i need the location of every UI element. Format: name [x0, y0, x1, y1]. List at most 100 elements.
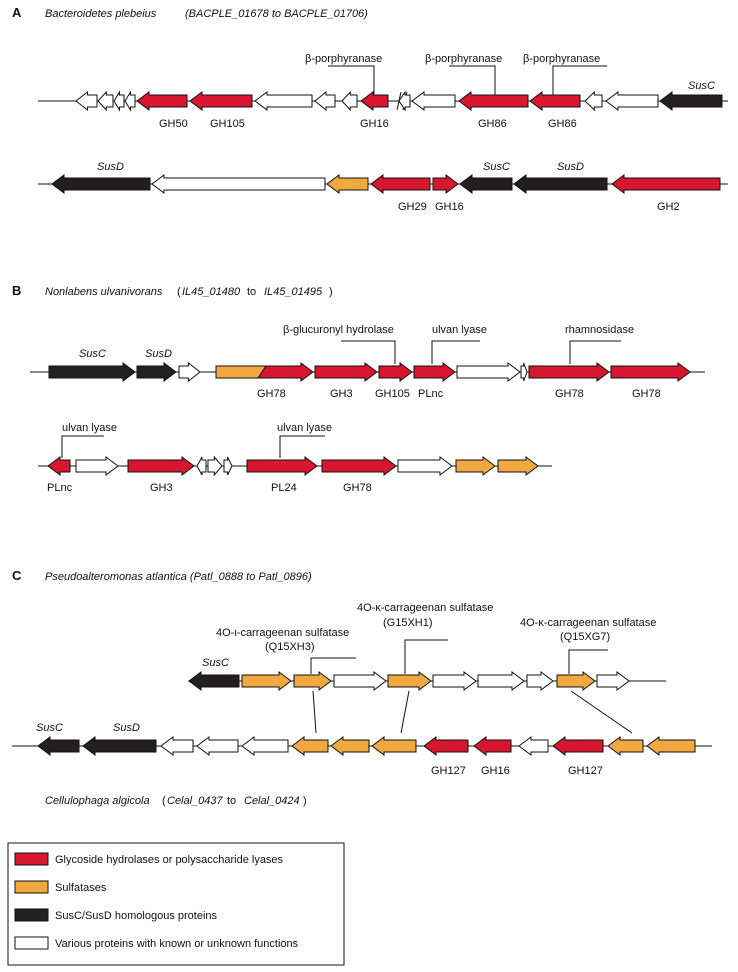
other-gene	[75, 456, 119, 476]
gh-label: GH78	[257, 388, 286, 400]
other-gene	[124, 90, 136, 112]
panel-c-row1-genes	[188, 671, 630, 691]
other-gene	[223, 456, 233, 476]
other-gene	[254, 91, 313, 111]
panel-b-row1-genes	[48, 361, 691, 383]
annotation-label: 4O-ι-carrageenan sulfatase	[216, 627, 349, 639]
annotation-leader	[310, 657, 356, 674]
annotation-label: β-porphyranase	[425, 53, 502, 65]
susd-label: SusD	[113, 722, 140, 734]
sulfatase-gene	[330, 736, 370, 756]
glycoside-hydrolase-gene	[136, 91, 188, 111]
glycoside-hydrolase-gene	[552, 736, 604, 756]
sulfatase-gene	[326, 174, 369, 194]
homology-connector	[570, 690, 633, 734]
gh-label: GH2	[657, 201, 680, 213]
homology-connector	[312, 690, 317, 734]
other-gene	[397, 456, 453, 476]
annotation-leader	[568, 649, 608, 674]
sulfatase-gene	[387, 671, 432, 691]
glycoside-hydrolase-gene	[257, 362, 314, 382]
other-gene	[520, 362, 528, 382]
legend-label: Various proteins with known or unknown f…	[55, 938, 299, 950]
sus-homolog-gene	[136, 362, 177, 382]
sulfatase-gene	[291, 736, 329, 756]
glycoside-hydrolase-gene	[413, 362, 456, 382]
annotation-label: ulvan lyase	[277, 422, 332, 434]
sulfatase-gene	[371, 736, 417, 756]
sus-homolog-gene	[459, 174, 513, 194]
annotation-label: β-porphyranase	[523, 53, 600, 65]
legend-swatch-gh	[14, 852, 49, 866]
other-gene	[97, 90, 114, 112]
annotation-leader	[552, 65, 607, 95]
panel-a-letter: A	[12, 5, 22, 20]
panel-b-species: Nonlabens ulvanivorans	[45, 286, 163, 298]
gh-label: GH86	[548, 118, 577, 130]
annotation-label: 4O-κ-carrageenan sulfatase	[357, 602, 493, 614]
annotation-label: rhamnosidase	[565, 324, 634, 336]
panel-c-row2-genes	[37, 736, 696, 756]
annotation-label: (Q15XG7)	[560, 631, 610, 643]
gh-label: PLnc	[418, 388, 444, 400]
annotation-label: (Q15XH3)	[265, 641, 315, 653]
susd-label: SusD	[557, 161, 584, 173]
sus-homolog-gene	[188, 671, 240, 691]
panel-a-row1-genes	[75, 90, 723, 112]
glycoside-hydrolase-gene	[432, 174, 459, 194]
glycoside-hydrolase-gene	[314, 362, 378, 382]
legend-label: Glycoside hydrolases or polysaccharide l…	[55, 854, 284, 866]
glycoside-hydrolase-gene	[529, 91, 581, 111]
gh-label: GH78	[555, 388, 584, 400]
other-gene	[207, 455, 223, 477]
sus-homolog-gene	[37, 736, 80, 756]
panel-b-to: to	[247, 286, 256, 298]
annotation-label: (G15XH1)	[383, 617, 433, 629]
panel-a-locus-range: (BACPLE_01678 to BACPLE_01706)	[185, 8, 368, 20]
other-gene	[160, 736, 194, 756]
glycoside-hydrolase-gene	[321, 456, 397, 476]
other-gene	[477, 671, 525, 691]
glycoside-hydrolase-gene	[528, 362, 610, 382]
panel-b-paren-open: (	[177, 286, 181, 298]
other-gene	[411, 91, 456, 111]
sulfatase-gene	[497, 456, 539, 476]
gh-label: GH3	[150, 482, 173, 494]
sus-homolog-gene	[48, 362, 136, 382]
panel-c-letter: C	[12, 568, 22, 583]
susc-label: SusC	[36, 722, 63, 734]
gh-label: GH127	[431, 765, 466, 777]
panel-c-bottom-id-start: Celal_0437	[167, 795, 224, 807]
legend-label: SusC/SusD homologous proteins	[55, 910, 218, 922]
annotation-leader	[404, 639, 448, 674]
sus-homolog-gene	[659, 91, 723, 111]
annotation-leader	[431, 340, 480, 364]
sulfatase-gene	[556, 671, 596, 691]
other-gene	[333, 671, 387, 691]
gh-label: PLnc	[47, 482, 73, 494]
other-gene	[526, 671, 554, 691]
annotation-leader	[449, 65, 496, 95]
other-gene	[196, 736, 239, 756]
sus-homolog-gene	[513, 174, 608, 194]
susc-label: SusC	[79, 348, 106, 360]
annotation-leader	[61, 435, 104, 458]
glycoside-hydrolase-gene	[473, 736, 512, 756]
gh-label: GH16	[360, 118, 389, 130]
glycoside-hydrolase-gene	[370, 174, 431, 194]
legend-swatch-sulfatase	[14, 880, 49, 894]
panel-b-paren-close: )	[329, 286, 333, 298]
legend-box	[7, 842, 345, 966]
glycoside-hydrolase-gene	[47, 456, 71, 476]
panel-b-id-start: IL45_01480	[182, 286, 241, 298]
panel-c-title: Pseudoalteromonas atlantica (Patl_0888 t…	[45, 571, 312, 583]
other-gene	[584, 90, 603, 112]
sulfatase-gene	[646, 736, 696, 756]
panel-c-bottom-paren-close: )	[303, 795, 307, 807]
susd-label: SusD	[145, 348, 172, 360]
gh-label: GH78	[343, 482, 372, 494]
other-gene	[314, 90, 336, 112]
sus-homolog-gene	[82, 736, 157, 756]
susc-label: SusC	[688, 80, 715, 92]
